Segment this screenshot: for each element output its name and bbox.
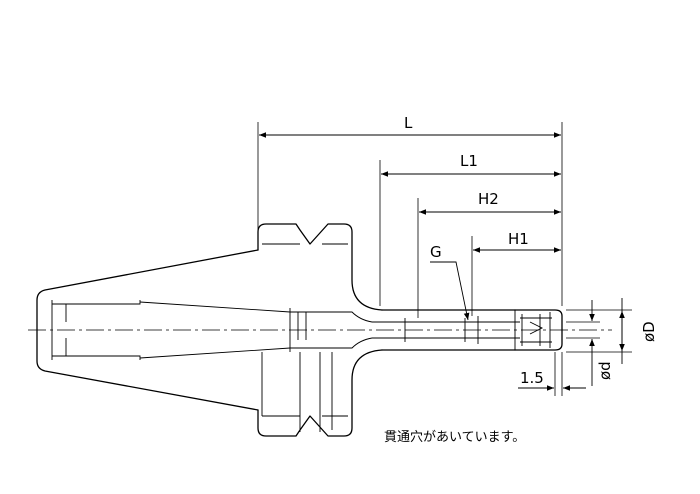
through-hole-note: 貫通穴があいています。 bbox=[384, 430, 525, 445]
neck-outline bbox=[381, 309, 516, 351]
taper-bore-detail bbox=[51, 300, 291, 360]
label-H1: H1 bbox=[508, 230, 529, 248]
extension-lines bbox=[257, 122, 563, 318]
flange-detail bbox=[261, 243, 373, 432]
nose-outline bbox=[514, 309, 563, 351]
dim-offset bbox=[518, 352, 586, 396]
label-inner-diameter: ød bbox=[596, 361, 614, 380]
label-outer-diameter: øD bbox=[640, 321, 658, 342]
flange-outline-top bbox=[257, 223, 383, 311]
collet-detail bbox=[372, 310, 552, 350]
label-offset: 1.5 bbox=[520, 369, 544, 387]
taper-shank-outline bbox=[36, 249, 259, 411]
label-G: G bbox=[430, 243, 442, 261]
leader-G bbox=[430, 261, 470, 321]
dim-inner-diameter bbox=[566, 300, 600, 386]
dim-outer-diameter bbox=[566, 298, 632, 364]
label-L1: L1 bbox=[460, 152, 478, 170]
label-L: L bbox=[404, 114, 413, 132]
label-H2: H2 bbox=[478, 190, 499, 208]
flange-outline-bottom bbox=[257, 349, 383, 437]
